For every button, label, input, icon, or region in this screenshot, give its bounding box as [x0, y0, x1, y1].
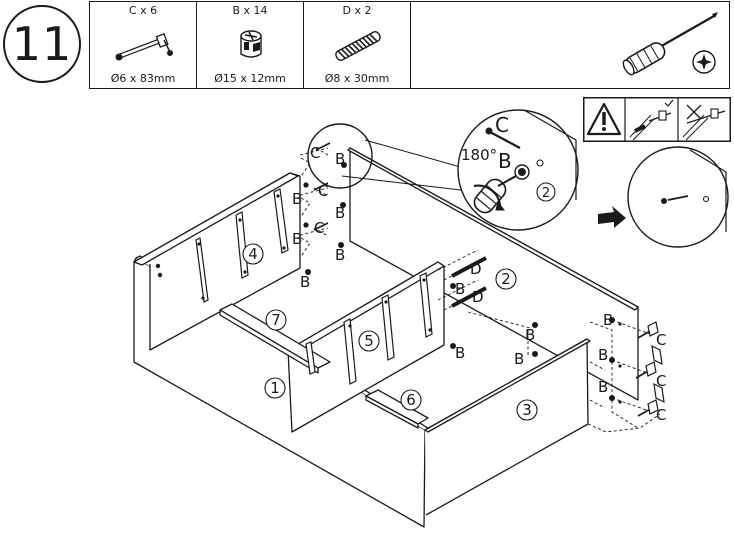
label-b: B [455, 344, 465, 362]
label-b: B [292, 190, 302, 208]
part-cell-d: D x 2 Ø8 x 30mm [304, 2, 411, 88]
label-b: B [455, 280, 465, 298]
part-qty-label: B x 14 [232, 4, 268, 17]
label-c: C [314, 219, 324, 237]
part-qty-label: D x 2 [342, 4, 372, 17]
right-side-panel [424, 338, 589, 516]
svg-text:1: 1 [270, 379, 280, 397]
warning-panel [583, 97, 731, 142]
part-size-label: Ø8 x 30mm [324, 72, 390, 85]
wooden-dowel-icon [335, 31, 381, 61]
panel-number-3: 3 [516, 399, 538, 421]
panel-number-7: 7 [265, 309, 287, 331]
svg-text:3: 3 [522, 401, 532, 419]
label-c: C [656, 372, 666, 390]
panel-number-4: 4 [242, 243, 264, 265]
label-c: C [656, 331, 666, 349]
svg-text:4: 4 [248, 245, 258, 263]
detail-bolt-letter: C [495, 113, 509, 137]
svg-text:6: 6 [406, 391, 416, 409]
part-size-label: Ø6 x 83mm [110, 72, 176, 85]
label-b: B [514, 350, 524, 368]
part-cell-c: C x 6 Ø6 x 83mm [90, 2, 197, 88]
detail-nut-letter: B [498, 149, 512, 173]
cam-lock-nut-icon [240, 30, 262, 58]
label-b: B [300, 273, 310, 291]
phillips-screwdriver-icon [622, 12, 718, 76]
label-d: D [470, 260, 482, 278]
part-qty-label: C x 6 [128, 4, 158, 17]
correct-assembly-icon [629, 99, 674, 141]
warning-icon [586, 102, 622, 136]
panel-number-1: 1 [264, 377, 286, 399]
direction-arrow-icon [598, 206, 626, 228]
label-d: D [472, 288, 484, 306]
detail-marker-circle [307, 123, 373, 189]
svg-text:2: 2 [501, 270, 511, 288]
label-c: C [656, 406, 666, 424]
label-c: C [310, 144, 320, 162]
label-b: B [335, 204, 345, 222]
label-b: B [292, 230, 302, 248]
svg-text:2: 2 [542, 186, 550, 201]
svg-text:5: 5 [364, 332, 374, 350]
incorrect-assembly-icon [682, 104, 726, 141]
part-cell-b: B x 14 Ø15 x 12mm [197, 2, 304, 88]
label-b: B [335, 150, 345, 168]
svg-text:7: 7 [271, 311, 281, 329]
label-b: B [598, 378, 608, 396]
label-b: B [603, 311, 613, 329]
label-b: B [525, 326, 535, 344]
panel-number-2: 2 [495, 268, 517, 290]
bolt-insert-detail [627, 146, 729, 248]
panel-number-5: 5 [358, 330, 380, 352]
rotation-label: 180° [461, 146, 497, 164]
label-c: C [318, 182, 328, 200]
detail-panel-number: 2 [536, 182, 556, 202]
part-size-label: Ø15 x 12mm [214, 72, 286, 85]
cam-bolt-icon [115, 33, 173, 61]
cam-lock-detail [457, 109, 579, 231]
step-number: 11 [3, 5, 81, 83]
label-b: B [335, 246, 345, 264]
panel-number-6: 6 [400, 389, 422, 411]
parts-table: C x 6 Ø6 x 83mm B x 14 Ø15 x 12mm [89, 1, 730, 89]
label-b: B [598, 346, 608, 364]
